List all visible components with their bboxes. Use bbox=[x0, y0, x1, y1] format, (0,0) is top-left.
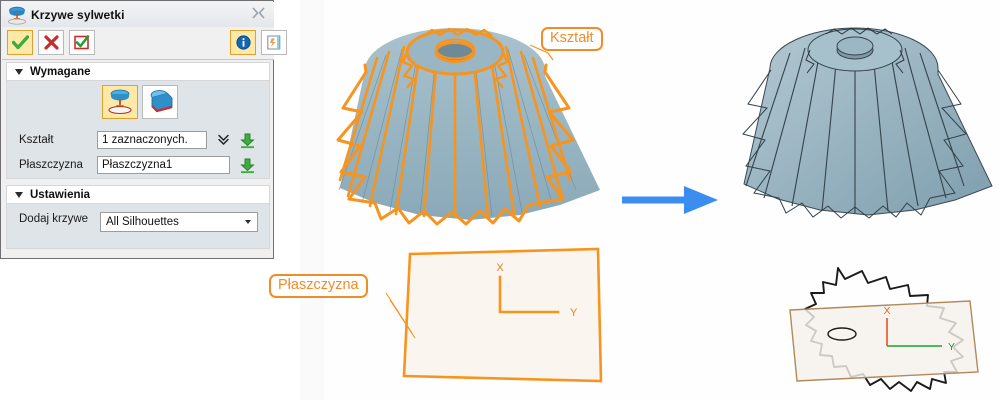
ok-button[interactable] bbox=[7, 30, 33, 55]
viewport-left-gutter bbox=[300, 0, 324, 400]
preview-check-icon bbox=[74, 35, 90, 50]
viewport-canvas[interactable] bbox=[324, 0, 1000, 400]
chevron-down-icon bbox=[15, 68, 23, 75]
field-row-add-curves[interactable]: Dodaj krzywe bbox=[19, 213, 99, 225]
group-label-required: Wymagane bbox=[30, 65, 91, 78]
chevron-double-down-icon[interactable] bbox=[216, 132, 232, 148]
dialog-title: Krzywe sylwetki bbox=[31, 7, 125, 22]
panel-expand-icon bbox=[266, 35, 280, 50]
shape-callout: Kształt bbox=[541, 27, 603, 51]
dialog-toolbar[interactable] bbox=[2, 27, 287, 60]
chevron-down-icon bbox=[15, 191, 23, 198]
info-button[interactable] bbox=[230, 30, 256, 55]
select-plane-icon[interactable] bbox=[239, 157, 256, 174]
group-header-required[interactable]: Wymagane bbox=[6, 62, 270, 81]
close-icon[interactable] bbox=[251, 7, 266, 21]
silhouette-mode-icon[interactable] bbox=[102, 85, 138, 119]
silhouette-curves-dialog[interactable]: Krzywe sylwetki bbox=[0, 0, 287, 259]
cross-icon bbox=[43, 35, 59, 50]
add-curves-value: All Silhouettes bbox=[106, 216, 179, 228]
field-row-plane[interactable]: Płaszczyzna Płaszczyzna1 bbox=[19, 156, 256, 174]
select-shape-icon[interactable] bbox=[239, 132, 256, 149]
shape-input[interactable]: 1 zaznaczonych. bbox=[97, 131, 207, 149]
check-icon bbox=[11, 35, 29, 50]
field-label-shape: Kształt bbox=[19, 134, 54, 146]
info-icon bbox=[235, 35, 251, 50]
solid-mode-icon[interactable] bbox=[142, 85, 178, 119]
preview-button[interactable] bbox=[69, 30, 95, 55]
group-label-settings: Ustawienia bbox=[30, 188, 91, 201]
field-label-add-curves: Dodaj krzywe bbox=[19, 213, 89, 225]
group-header-settings[interactable]: Ustawienia bbox=[6, 185, 270, 204]
add-curves-select[interactable]: All Silhouettes bbox=[100, 212, 258, 232]
cancel-button[interactable] bbox=[38, 30, 64, 55]
plane-callout: Płaszczyzna bbox=[269, 274, 368, 298]
dialog-titlebar[interactable]: Krzywe sylwetki bbox=[2, 2, 274, 27]
chevron-down-icon[interactable] bbox=[239, 213, 257, 231]
plane-input[interactable]: Płaszczyzna1 bbox=[97, 156, 230, 174]
silhouette-curves-icon bbox=[6, 5, 28, 25]
field-label-plane: Płaszczyzna bbox=[19, 159, 83, 171]
field-row-shape[interactable]: Kształt 1 zaznaczonych. bbox=[19, 131, 256, 149]
more-panel-button[interactable] bbox=[261, 30, 287, 55]
